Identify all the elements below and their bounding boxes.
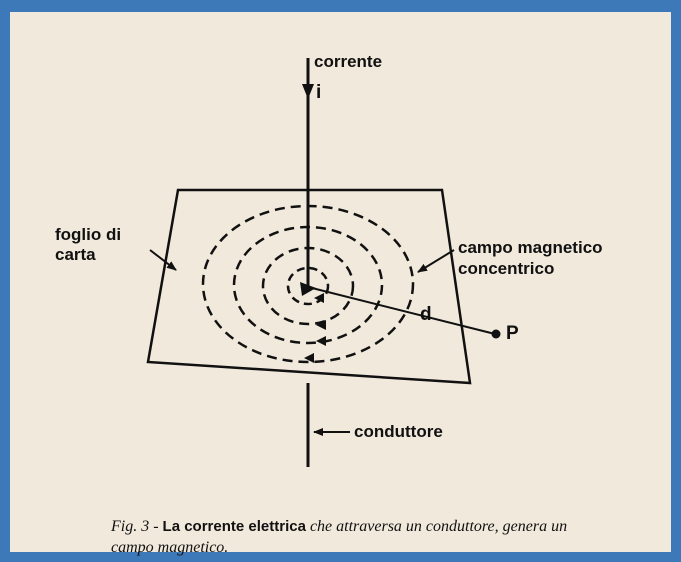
caption-italic-text: che attraversa un conduttore, genera un: [309, 518, 568, 535]
conductor-center-marker: [300, 282, 316, 296]
paper-leader-arrow: [149, 249, 177, 271]
field-arrow-icon: [316, 336, 326, 346]
point-label: P: [506, 323, 519, 344]
field-line: [232, 225, 384, 345]
field-arrow-icon: [304, 353, 314, 363]
field-label-line2: concentrico: [458, 259, 555, 278]
current-arrow-icon: [302, 84, 314, 99]
distance-line: [307, 286, 496, 335]
caption-bold-text: La corrente elettrica: [162, 518, 306, 535]
caption-line2: campo magnetico.: [111, 539, 229, 556]
field-line: [201, 204, 415, 364]
field-line: [261, 246, 355, 326]
figure-panel: [10, 12, 671, 552]
field-arrow-icon: [316, 320, 326, 330]
field-label-line1: campo magnetico: [458, 238, 603, 257]
distance-label: d: [420, 304, 432, 325]
current-label: corrente: [314, 52, 383, 71]
field-leader-arrow: [417, 249, 455, 273]
conductor-label: conduttore: [354, 422, 443, 441]
paper-label-line1: foglio di: [55, 225, 122, 244]
point-p-marker: [491, 329, 501, 339]
paper-label-line2: carta: [55, 245, 96, 264]
field-line: [286, 266, 330, 306]
paper-sheet: [146, 188, 472, 385]
figure-caption: Fig. 3 - La corrente elettrica che attra…: [111, 516, 671, 558]
current-symbol-label: i: [316, 82, 322, 103]
caption-fig-label: Fig. 3 -: [111, 518, 159, 535]
field-arrow-icon: [314, 293, 324, 303]
